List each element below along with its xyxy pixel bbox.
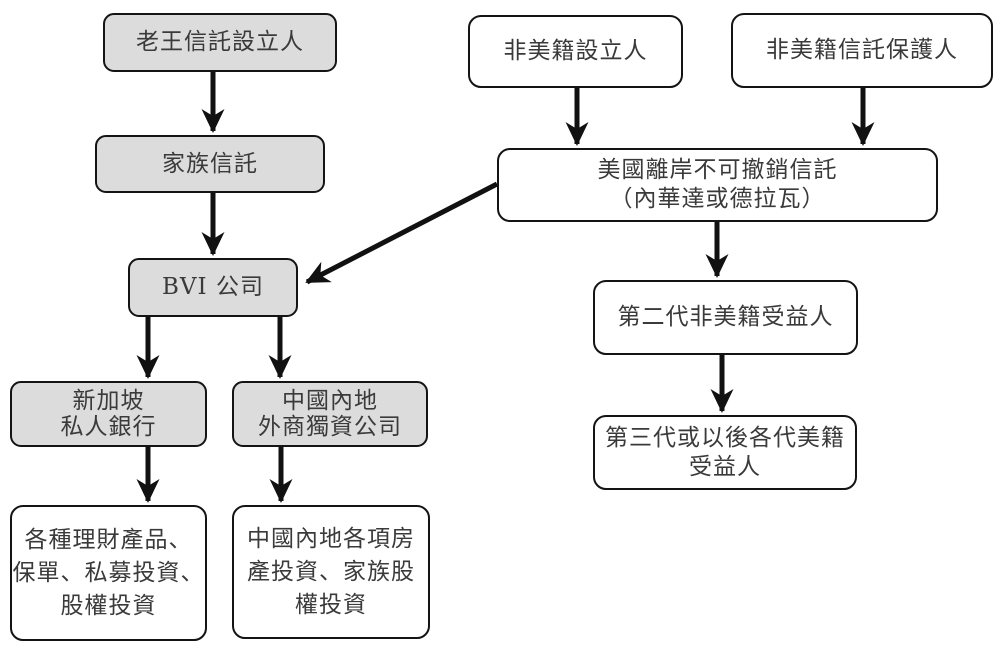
node-china-investments: 中國內地各項房 產投資、家族股 權投資 [232,505,430,639]
node-non-us-settlor: 非美籍設立人 [468,15,683,88]
node-label: BVI 公司 [162,274,264,300]
node-label: 非美籍設立人 [503,38,648,64]
node-singapore-private-bank: 新加坡 私人銀行 [10,381,207,447]
node-label: 私人銀行 [60,414,157,440]
node-label: 中國內地各項房 [247,525,415,552]
node-label: 非美籍信託保護人 [766,37,958,63]
node-bvi-company: BVI 公司 [128,258,298,317]
node-label: 權投資 [295,591,367,618]
node-us-offshore-irrevocable-trust: 美國離岸不可撤銷信託 （內華達或德拉瓦） [497,148,938,222]
node-label: 保單、私募投資、 [12,559,205,586]
node-third-gen-beneficiary: 第三代或以後各代美籍 受益人 [593,415,857,490]
node-wealth-products: 各種理財產品、 保單、私募投資、 股權投資 [10,505,207,641]
node-label: 第二代非美籍受益人 [617,304,834,330]
node-settlor-wang: 老王信託設立人 [103,13,337,72]
node-family-trust: 家族信託 [95,135,325,193]
edge-us-offshore-trust-to-bvi-company [305,181,499,285]
node-label: 中國內地 [282,388,378,414]
node-label: 第三代或以後各代美籍 [605,424,845,451]
node-label: 股權投資 [60,592,157,619]
node-label: 老王信託設立人 [136,29,304,55]
node-china-wfoe: 中國內地 外商獨資公司 [232,381,428,447]
node-label: 家族信託 [162,150,258,177]
node-non-us-trust-protector: 非美籍信託保護人 [731,13,993,88]
node-label: 產投資、家族股 [247,558,415,585]
node-label: （內華達或德拉瓦） [609,186,826,212]
node-label: 各種理財產品、 [24,526,193,553]
node-second-gen-beneficiary: 第二代非美籍受益人 [593,280,858,355]
node-label: 受益人 [689,453,761,480]
node-label: 新加坡 [72,388,145,414]
node-label: 外商獨資公司 [258,414,402,440]
node-label: 美國離岸不可撤銷信託 [597,157,838,183]
